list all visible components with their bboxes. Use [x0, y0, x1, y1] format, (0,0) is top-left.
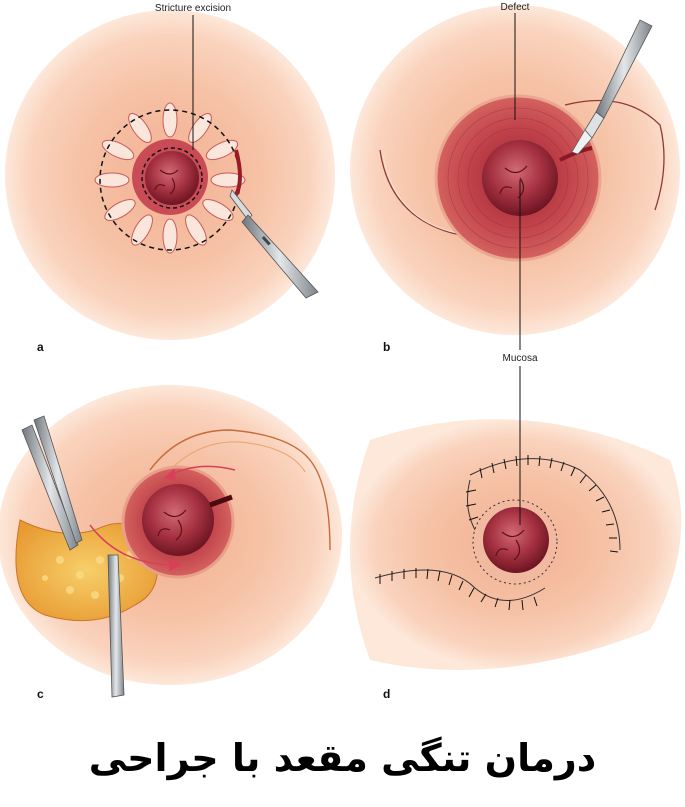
incision — [209, 494, 233, 508]
panel-label-b: b — [383, 340, 390, 354]
panel-label-a: a — [37, 340, 44, 354]
rotation-arrow-icon — [89, 465, 236, 572]
defect-texture — [447, 107, 589, 249]
panel-label-c: c — [37, 687, 44, 701]
skin-flap-2 — [169, 441, 306, 473]
flap-incision-line — [379, 99, 665, 236]
mucosa-folds — [495, 529, 525, 561]
inner-excision-line — [141, 147, 203, 209]
fat-flap — [15, 519, 158, 622]
flap-incision-line-2 — [382, 154, 458, 234]
panel-c: c — [0, 385, 342, 701]
panel-a: Stricture excision a — [5, 3, 335, 354]
mucosa-folds — [154, 169, 179, 195]
label-mucosa: Mucosa — [502, 353, 537, 364]
label-stricture-excision: Stricture excision — [155, 3, 231, 14]
page-caption: درمان تنگی مقعد با جراحی — [88, 736, 597, 780]
panel-b: Defect b — [350, 2, 680, 354]
incision — [234, 149, 242, 196]
forceps-icon — [21, 415, 83, 551]
scalpel-icon — [107, 554, 125, 698]
skin-flap — [149, 429, 331, 551]
stricture-folds — [94, 102, 246, 254]
scalpel-icon — [229, 189, 319, 299]
label-defect: Defect — [501, 2, 530, 13]
panel-d: Mucosa d — [350, 353, 682, 701]
panel-label-d: d — [383, 687, 390, 701]
mucosa-folds — [499, 165, 528, 199]
mucosa-folds — [157, 509, 187, 541]
scalpel-icon — [571, 19, 653, 155]
